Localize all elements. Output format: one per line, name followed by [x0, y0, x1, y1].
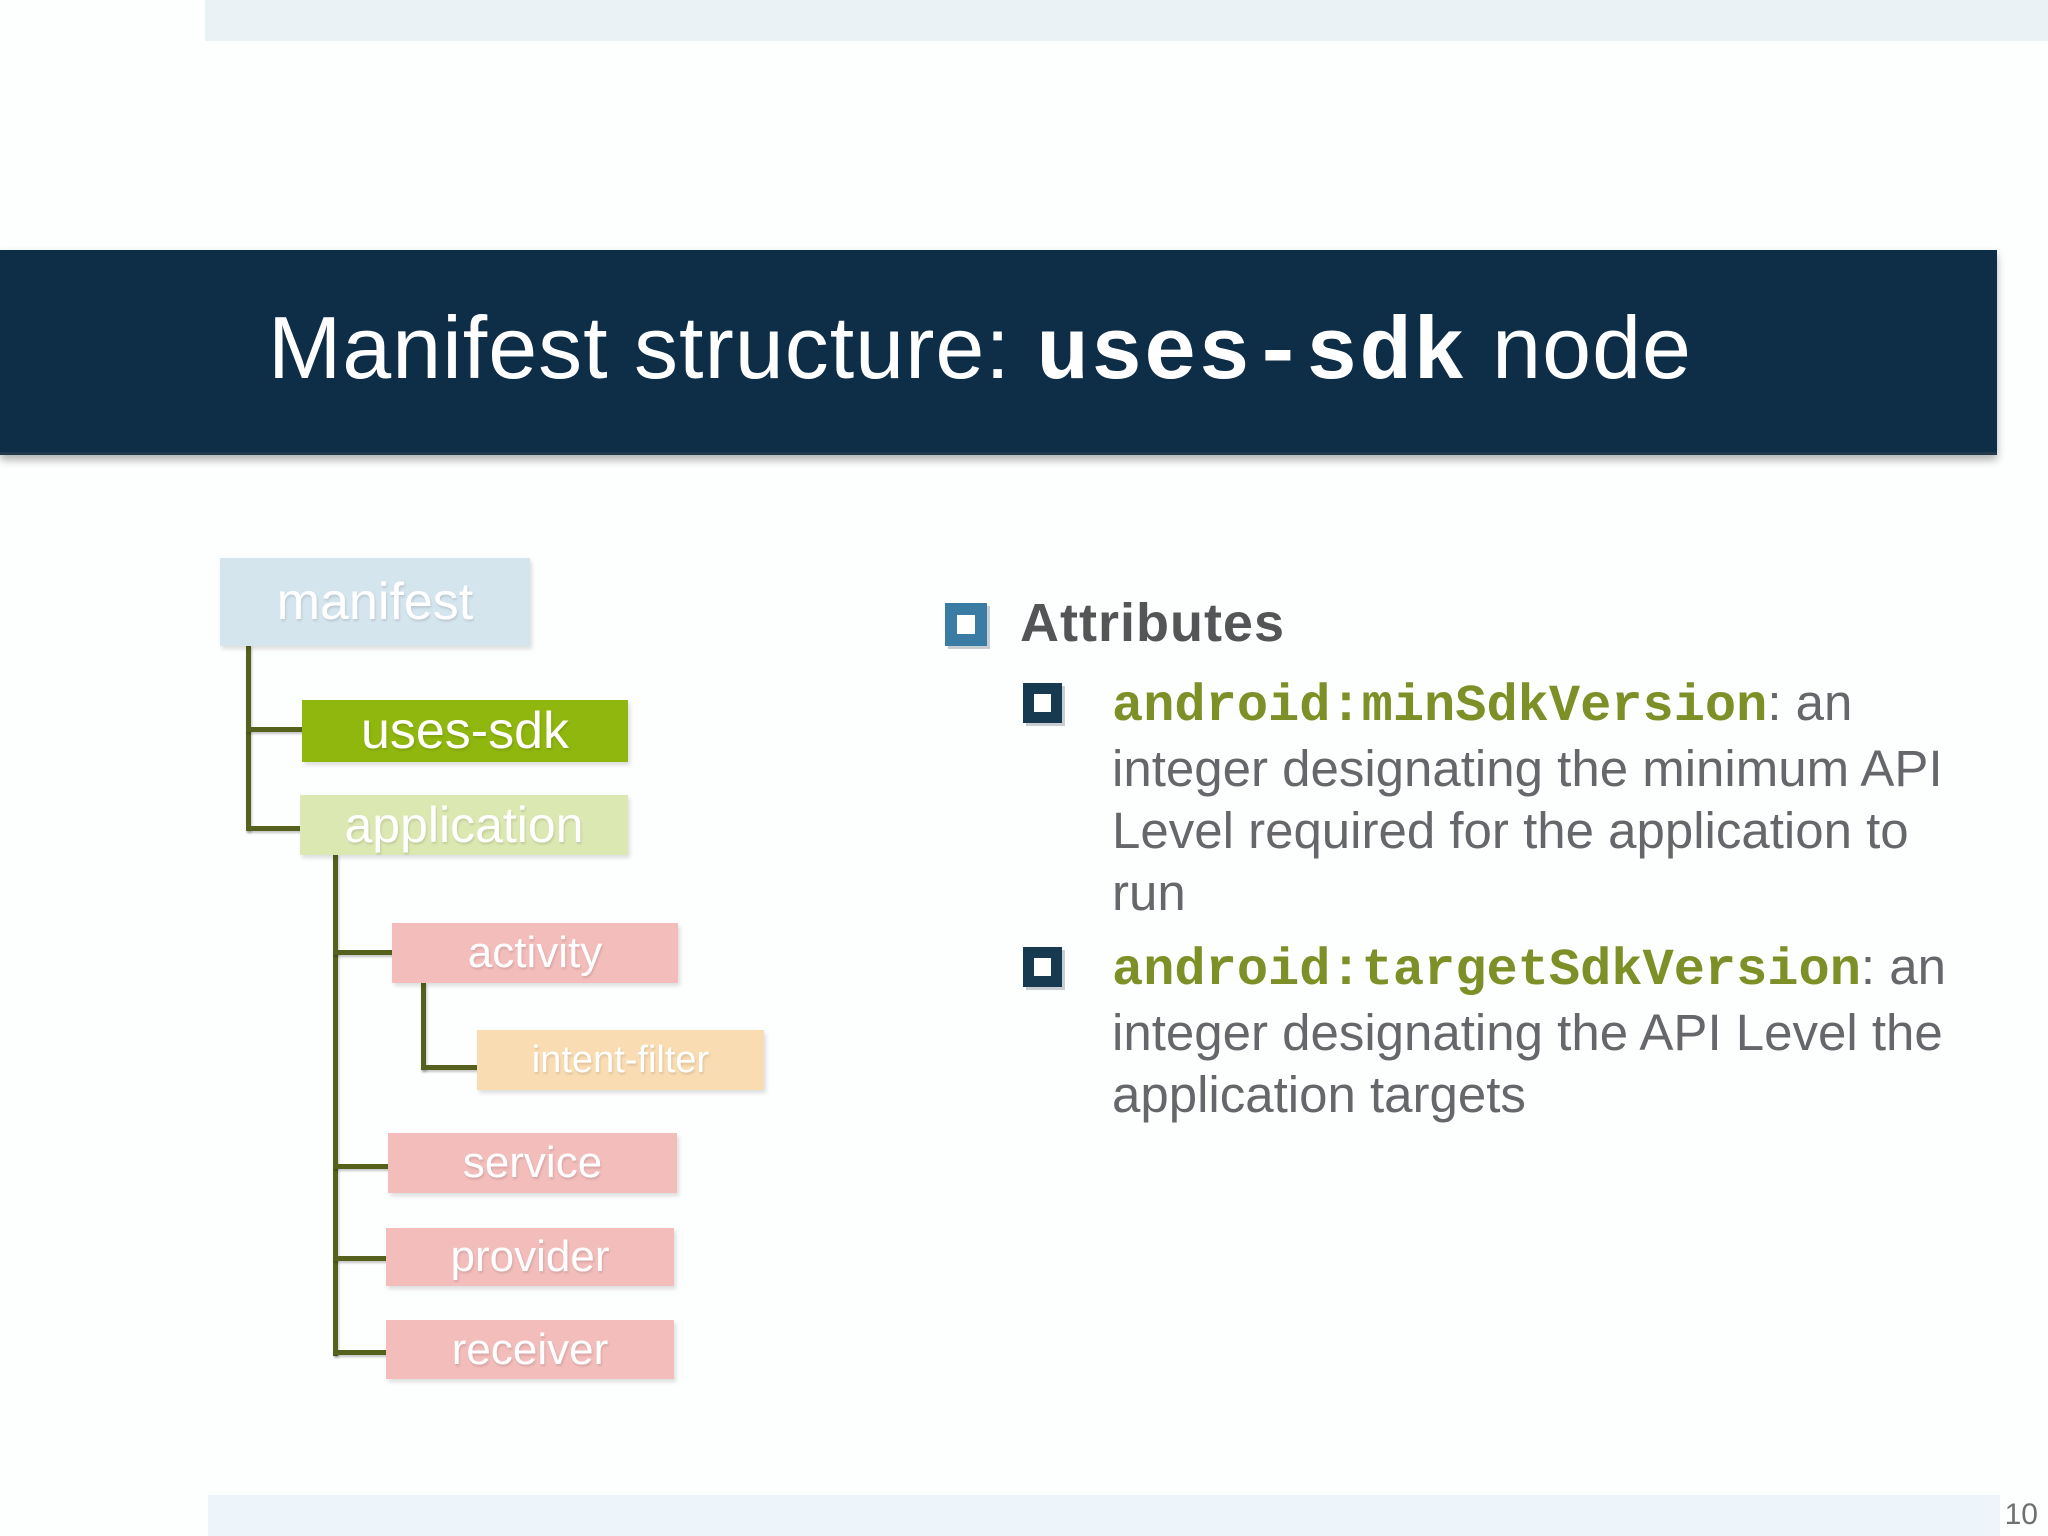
tree-node-intent-filter: intent-filter — [477, 1030, 764, 1090]
top-accent-strip — [205, 0, 2048, 41]
square-bullet-icon — [945, 603, 987, 646]
tree-connector — [246, 727, 304, 732]
title-band: Manifest structure: uses-sdk node — [0, 250, 1997, 455]
attributes-heading: Attributes — [1020, 593, 1285, 653]
page-title-post: node — [1466, 298, 1692, 397]
attribute-code: android:targetSdkVersion — [1112, 941, 1861, 1000]
bottom-accent-strip — [208, 1495, 2000, 1536]
attribute-description: : an integer designating the API Level t… — [1112, 938, 1946, 1123]
square-bullet-icon — [1023, 947, 1062, 987]
tree-node-application: application — [300, 795, 628, 855]
tree-connector — [333, 1256, 387, 1261]
page-title-code: uses-sdk — [1036, 306, 1467, 405]
tree-node-provider: provider — [386, 1228, 674, 1286]
attribute-description: : an integer designating the minimum API… — [1112, 674, 1943, 921]
tree-node-service: service — [388, 1133, 677, 1193]
page-title: Manifest structure: uses-sdk node — [268, 297, 1692, 405]
tree-node-receiver: receiver — [386, 1320, 674, 1379]
attribute-item-minSdkVersion: android:minSdkVersion: an integer design… — [1112, 672, 1947, 924]
tree-connector — [333, 950, 393, 955]
tree-connector — [333, 1350, 387, 1355]
tree-node-manifest: manifest — [220, 558, 530, 646]
square-bullet-icon — [1023, 683, 1062, 723]
page-title-pre: Manifest structure: — [268, 298, 1037, 397]
attribute-item-targetSdkVersion: android:targetSdkVersion: an integer des… — [1112, 936, 1947, 1126]
tree-node-activity: activity — [392, 923, 678, 983]
tree-connector — [333, 854, 338, 1356]
tree-connector — [246, 826, 302, 831]
tree-connector — [421, 982, 426, 1070]
tree-node-uses-sdk: uses-sdk — [302, 700, 628, 762]
page-number: 10 — [2004, 1498, 2038, 1531]
attribute-code: android:minSdkVersion — [1112, 677, 1768, 736]
tree-connector — [333, 1164, 389, 1169]
tree-connector — [421, 1065, 479, 1070]
tree-connector — [246, 645, 251, 831]
